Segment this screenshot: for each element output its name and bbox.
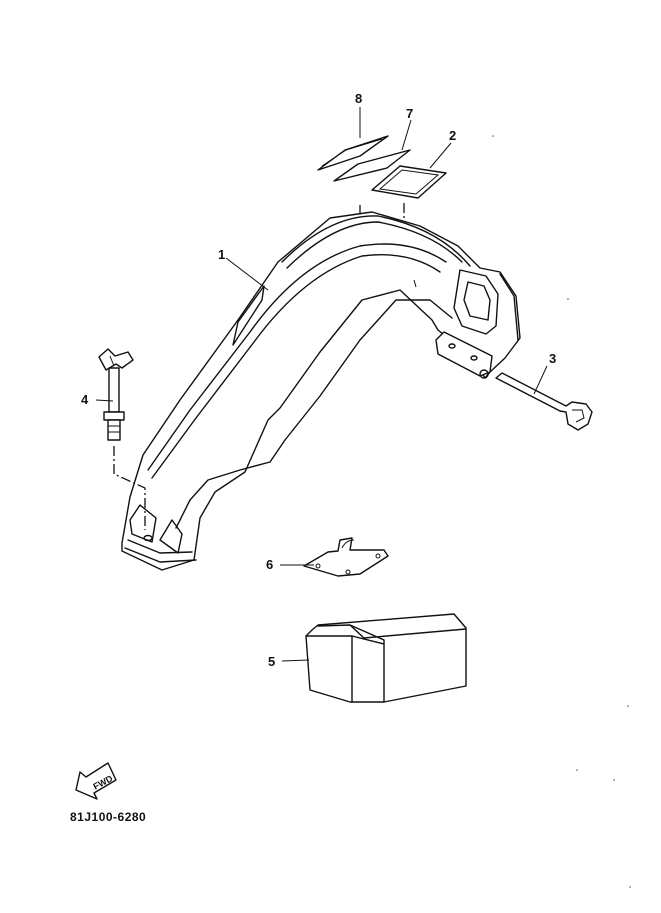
callout-4: 4 xyxy=(81,392,89,407)
part-4-wing-bolt xyxy=(98,348,134,441)
diagram-part-code: 81J100-6280 xyxy=(70,810,146,824)
callout-3: 3 xyxy=(549,351,556,366)
callout-8: 8 xyxy=(355,91,362,106)
part-6-plate xyxy=(303,537,389,577)
part-7-decal xyxy=(333,149,411,182)
part-3-hook-rod xyxy=(495,372,593,431)
scan-specks xyxy=(492,135,631,888)
callout-1: 1 xyxy=(218,247,225,262)
callout-7: 7 xyxy=(406,106,413,121)
callout-5: 5 xyxy=(268,654,275,669)
bolt-guide-line xyxy=(113,446,146,530)
part-2-emblem xyxy=(371,165,447,199)
part-5-pad xyxy=(305,613,467,703)
fwd-arrow-icon: FWD xyxy=(75,762,117,800)
part-8-decal xyxy=(317,135,389,171)
part-1-fender xyxy=(121,211,521,571)
callout-2: 2 xyxy=(449,128,456,143)
leader-lines xyxy=(95,107,548,662)
callout-6: 6 xyxy=(266,557,273,572)
